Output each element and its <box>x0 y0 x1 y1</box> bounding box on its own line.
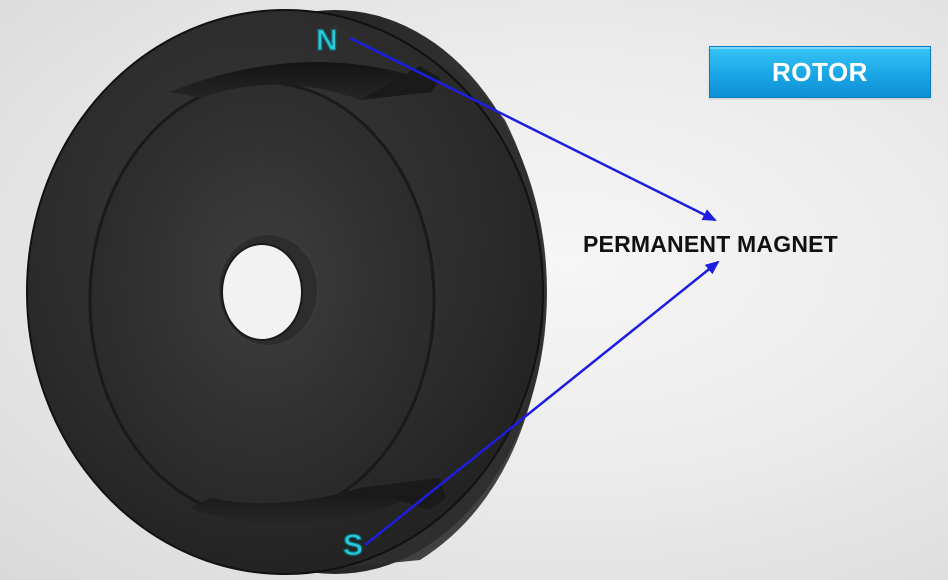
rotor-title-badge: ROTOR <box>709 46 931 98</box>
arrow-south-to-callout <box>364 260 720 546</box>
arrow-north-to-callout <box>349 36 717 222</box>
north-pole-label: N <box>316 24 338 57</box>
rotor-title-label: ROTOR <box>772 56 868 87</box>
south-pole-label: S <box>343 529 363 562</box>
magnet-segment-north <box>170 61 440 100</box>
magnet-segment-south <box>190 478 446 525</box>
permanent-magnet-label: PERMANENT MAGNET <box>583 231 838 257</box>
rotor-hub <box>217 233 319 347</box>
